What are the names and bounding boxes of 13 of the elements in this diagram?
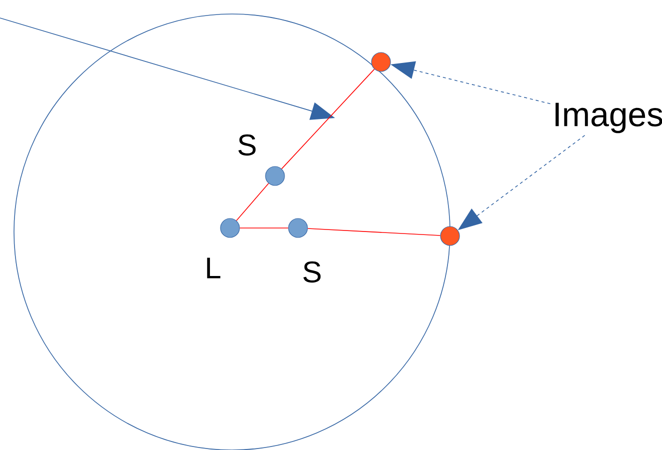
point — [220, 218, 240, 238]
line — [307, 228, 441, 236]
line — [236, 183, 269, 221]
line — [281, 68, 375, 170]
circle — [14, 14, 450, 450]
point — [288, 218, 308, 238]
image-point — [371, 52, 391, 72]
label-text: Images — [556, 102, 662, 134]
image-point — [440, 226, 460, 246]
point-label: L — [207, 258, 220, 278]
point-label: S — [303, 261, 321, 283]
point — [265, 166, 285, 186]
point-label: S — [238, 134, 256, 156]
